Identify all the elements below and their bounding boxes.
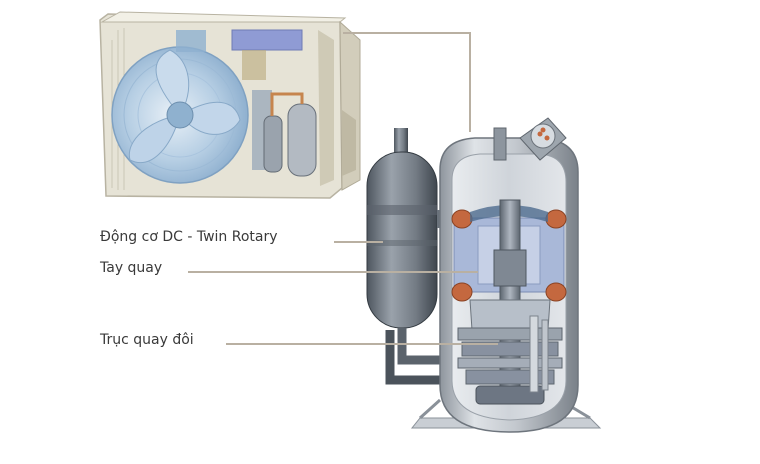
- compressor: [410, 117, 602, 433]
- twin-rotary-pump: [457, 299, 563, 405]
- connector-line: [343, 32, 471, 132]
- fan: [111, 46, 249, 184]
- mini-compressor: [263, 92, 317, 177]
- label-crank: Tay quay: [100, 260, 163, 276]
- label-dc-twin-rotary-motor: Động cơ DC - Twin Rotary: [100, 229, 278, 245]
- accumulator: [366, 128, 460, 385]
- terminal-box: [519, 117, 567, 161]
- outdoor-unit: [99, 11, 361, 199]
- label-twin-shaft: Trục quay đôi: [100, 332, 194, 348]
